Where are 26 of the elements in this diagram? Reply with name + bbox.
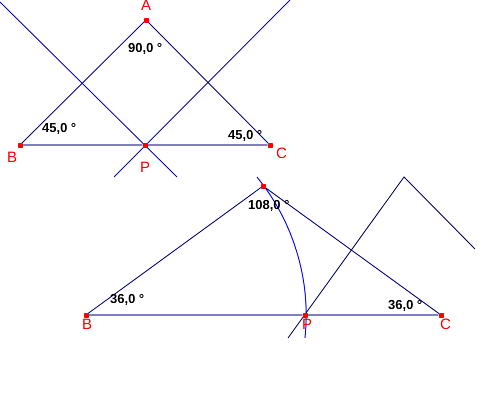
triangle-side (88, 186, 262, 314)
angle-measure: 36,0 ° (388, 298, 422, 311)
angle-measure: 45,0 ° (42, 121, 76, 134)
triangle-side (147, 21, 269, 144)
point-marker (142, 142, 148, 148)
point-marker (268, 142, 272, 148)
angle-measure: 45,0 ° (228, 128, 262, 141)
point-marker (438, 312, 444, 318)
triangle-side (88, 314, 303, 316)
triangle-side (264, 186, 440, 314)
triangle-side (22, 144, 143, 146)
point-marker (18, 142, 22, 148)
point-label: B (7, 150, 18, 165)
point-label: C (276, 146, 287, 161)
angle-measure: 36,0 ° (110, 292, 144, 305)
triangle-side (307, 314, 439, 316)
point-label: A (141, 0, 152, 13)
point-label: B (82, 317, 92, 332)
point-label: P (140, 160, 150, 175)
triangle-side (21, 21, 145, 144)
triangle-side (147, 144, 268, 146)
point-marker (260, 184, 266, 188)
point-marker (84, 312, 88, 318)
point-marker (144, 18, 148, 22)
angle-measure: 90,0 ° (128, 41, 162, 54)
point-label: C (440, 317, 451, 332)
